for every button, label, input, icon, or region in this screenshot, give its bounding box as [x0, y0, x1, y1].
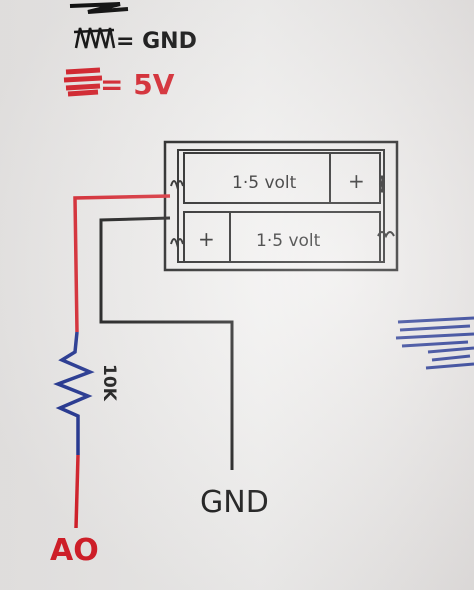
spring-bottom-right [377, 231, 395, 239]
legend-gnd-label: = GND [116, 29, 197, 54]
spring-top-right [378, 174, 385, 194]
resistor-symbol [53, 331, 95, 455]
gnd-terminal-label: GND [200, 485, 269, 520]
battery-holder [163, 140, 399, 272]
red-wire-5v [73, 194, 171, 333]
cell-bottom-plus: + [198, 227, 215, 251]
spring-top-left [170, 180, 184, 190]
top-scribble [69, 2, 129, 14]
cell-top-plus: + [348, 169, 365, 193]
cell-top-label: 1·5 volt [232, 173, 297, 193]
battery-cell-bottom: + 1·5 volt [183, 211, 381, 263]
black-wire-gnd [99, 216, 234, 470]
battery-cell-top: 1·5 volt + [183, 152, 381, 204]
legend-gnd-swatch [73, 27, 116, 49]
cell-bottom-label: 1·5 volt [256, 231, 321, 251]
resistor-value-label: 10K [99, 364, 119, 402]
red-wire-ao [74, 454, 80, 529]
blue-scribble [395, 316, 474, 370]
spring-bottom-left [170, 238, 184, 248]
legend-5v-swatch [63, 67, 103, 97]
legend-5v-label: = 5V [100, 68, 175, 101]
analog-pin-label: AO [50, 533, 99, 568]
